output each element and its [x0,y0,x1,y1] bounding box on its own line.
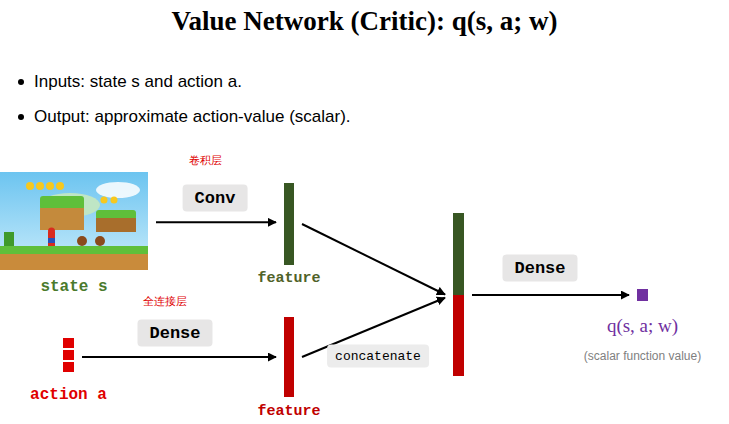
node-label: state s [40,278,107,296]
output-value: q(s, a; w)(scalar function value) [637,289,648,301]
annotation: 全连接层 [143,294,187,309]
connector-arrow [302,224,445,295]
feature-bar: feature [284,183,294,265]
bullet-text: Output: approximate action-value (scalar… [34,107,351,127]
node-caption: (scalar function value) [584,349,701,363]
slide-title: Value Network (Critic): q(s, a; w) [0,6,729,37]
action-vector: action a [63,338,74,372]
node-label: action a [30,386,107,404]
operation-tag: concatenate [327,345,429,368]
connector-arrow [156,221,276,223]
node-label: feature [257,270,320,287]
layer-box: Dense [502,255,577,282]
layer-box: Conv [183,185,248,212]
layer-box: Dense [137,320,212,347]
node-label: feature [257,403,320,420]
bullet-text: Inputs: state s and action a. [34,72,242,92]
bullet-dot [18,79,24,85]
connector-arrow [82,356,276,358]
connector-arrow [472,294,629,296]
annotation: 卷积层 [189,153,222,168]
state-image: state s [0,172,148,270]
game-scene [0,172,148,270]
concatenated-feature [453,213,464,376]
node-label: q(s, a; w) [607,315,678,337]
bullet-dot [18,114,24,120]
feature-bar: feature [284,317,294,397]
